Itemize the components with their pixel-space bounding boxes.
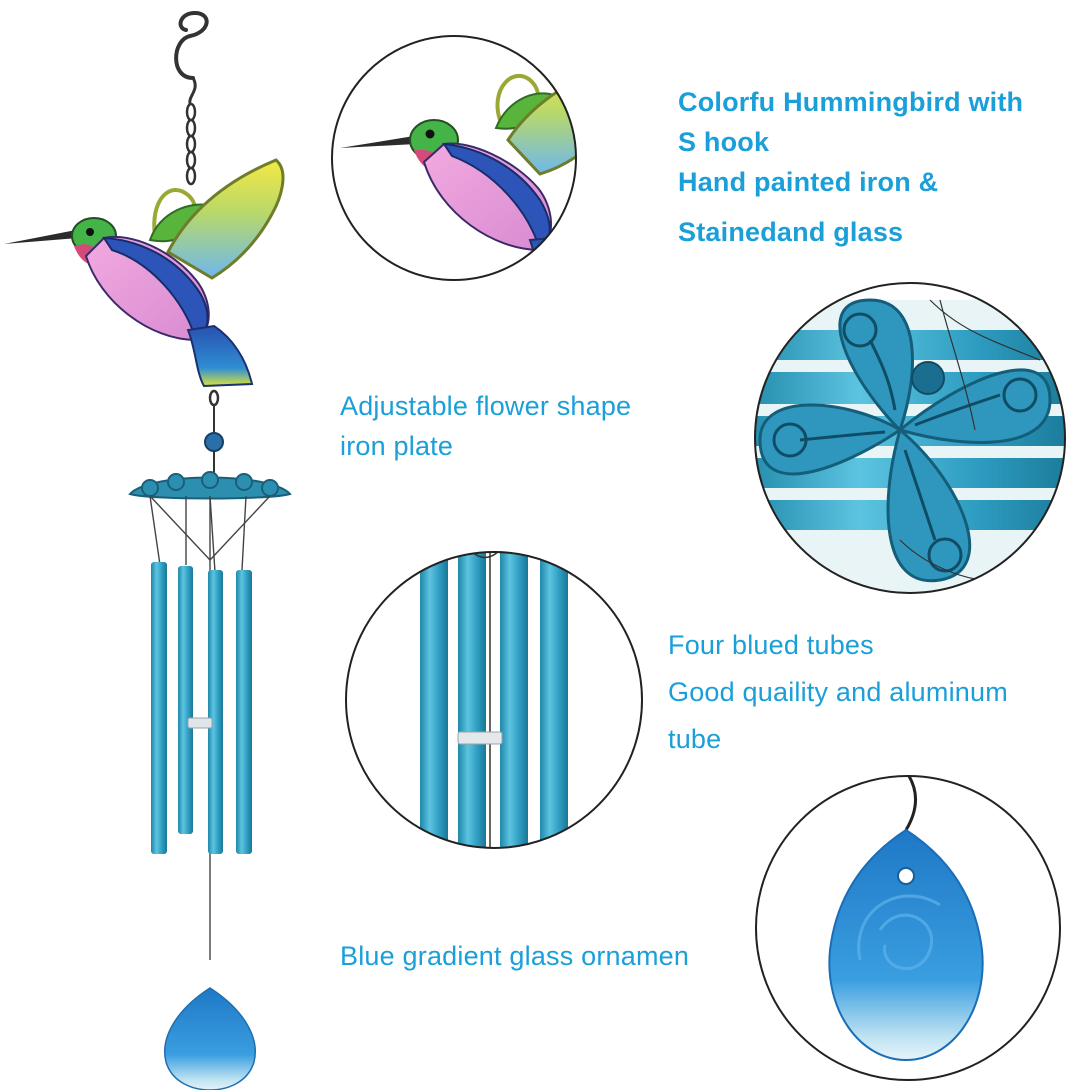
ornament-detail-circle bbox=[755, 775, 1061, 1081]
flower-plate-detail-circle bbox=[754, 282, 1066, 594]
tubes-caption-line1: Four blued tubes bbox=[668, 630, 874, 660]
full-chime-illustration bbox=[4, 11, 292, 1090]
hummingbird-caption-line4: Stainedand glass bbox=[678, 217, 904, 247]
hummingbird-caption: Colorfu Hummingbird with S hook Hand pai… bbox=[678, 82, 1023, 252]
flower-plate-caption-line2: iron plate bbox=[340, 431, 454, 461]
hummingbird-caption-line1: Colorfu Hummingbird with bbox=[678, 87, 1024, 117]
tubes-detail-circle bbox=[345, 551, 643, 849]
tubes-caption-line3: tube bbox=[668, 724, 722, 754]
flower-plate-caption-line1: Adjustable flower shape bbox=[340, 391, 632, 421]
tubes-caption: Four blued tubes Good quaility and alumi… bbox=[668, 622, 1008, 763]
hummingbird-detail-circle bbox=[331, 35, 577, 281]
ornament-caption-line1: Blue gradient glass ornamen bbox=[340, 941, 690, 971]
tubes-caption-line2: Good quaility and aluminum bbox=[668, 677, 1008, 707]
hummingbird-caption-line2: S hook bbox=[678, 127, 770, 157]
hummingbird-caption-line3: Hand painted iron & bbox=[678, 167, 939, 197]
ornament-caption: Blue gradient glass ornamen bbox=[340, 936, 689, 976]
flower-plate-caption: Adjustable flower shape iron plate bbox=[340, 386, 631, 466]
